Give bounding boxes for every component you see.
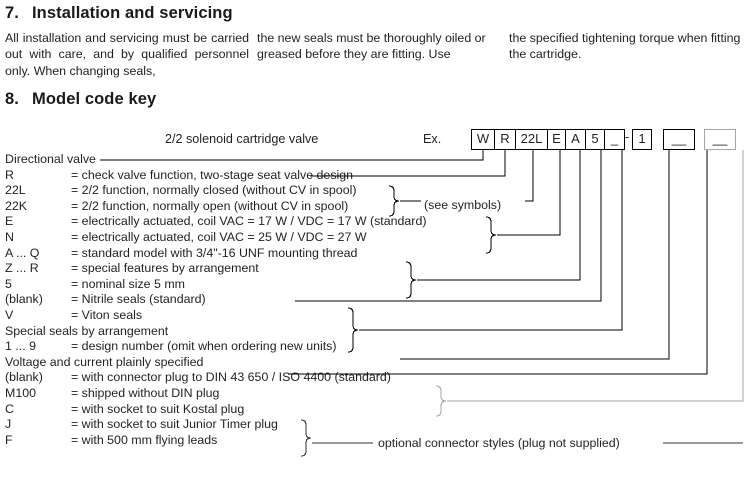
legend-description: = nominal size 5 mm: [71, 276, 185, 291]
legend-row: (blank) = with connector plug to DIN 43 6…: [5, 370, 465, 386]
legend-row: 1 ... 9 = design number (omit when orderi…: [5, 339, 465, 355]
legend-description: = electrically actuated, coil VAC = 17 W…: [71, 214, 427, 229]
legend-code: (blank): [5, 370, 43, 385]
legend-row: N = electrically actuated, coil VAC = 25 …: [5, 230, 465, 246]
code-box-7[interactable]: 1: [632, 129, 652, 150]
legend-description: = check valve function, two-stage seat v…: [71, 167, 354, 182]
section-8-number: 8.: [5, 90, 19, 108]
legend-code: Z ... R: [5, 261, 39, 276]
legend-row: V = Viton seals: [5, 308, 465, 324]
code-box-3[interactable]: E: [547, 129, 566, 150]
example-label: Ex.: [423, 132, 442, 146]
legend-row: R = check valve function, two-stage seat …: [5, 168, 465, 184]
legend-code: 1 ... 9: [5, 339, 36, 354]
legend-code: V: [5, 307, 14, 322]
legend-description: = 2/2 function, normally closed (without…: [71, 183, 357, 198]
code-box-2[interactable]: 22L: [515, 129, 548, 150]
legend-row: C = with socket to suit Kostal plug: [5, 402, 465, 418]
code-box-0[interactable]: W: [471, 129, 495, 150]
legend-code: R: [5, 167, 14, 182]
legend-row: Special seals by arrangement: [5, 324, 465, 340]
body-column-2-text: the new seals must be thoroughly oiled o…: [257, 31, 486, 62]
legend-row: 22L = 2/2 function, normally closed (with…: [5, 183, 465, 199]
legend-row: F = with 500 mm flying leads: [5, 433, 465, 449]
section-7-heading: 7. Installation and servicing: [5, 4, 233, 23]
code-box-1[interactable]: R: [494, 129, 516, 150]
legend-description: = shipped without DIN plug: [71, 385, 220, 400]
code-box-5[interactable]: 5: [585, 129, 605, 150]
legend-row: Directional valve: [5, 152, 465, 168]
code-dash-separator: -: [625, 130, 630, 144]
legend-description: = 2/2 function, normally open (without C…: [71, 198, 349, 213]
legend-code: M100: [5, 385, 36, 400]
legend-description: = Nitrile seals (standard): [71, 292, 206, 307]
legend-note: Voltage and current plainly specified: [5, 354, 204, 369]
body-column-2: the new seals must be thoroughly oiled o…: [257, 30, 503, 63]
legend-description: = with 500 mm flying leads: [71, 432, 218, 447]
section-7-title: Installation and servicing: [32, 4, 233, 22]
legend-description: = Viton seals: [71, 307, 143, 322]
legend-code: A ... Q: [5, 245, 40, 260]
legend-code: J: [5, 417, 12, 432]
code-box-6[interactable]: _: [604, 129, 625, 150]
legend-row: Voltage and current plainly specified: [5, 355, 465, 371]
body-column-1-text: All installation and servicing must be c…: [5, 31, 249, 78]
legend-description: = standard model with 3/4"-16 UNF mounti…: [71, 245, 358, 260]
legend-code: 5: [5, 276, 12, 291]
legend-row: (blank) = Nitrile seals (standard): [5, 292, 465, 308]
legend-code: 22K: [5, 198, 28, 213]
body-column-1: All installation and servicing must be c…: [5, 30, 249, 79]
legend-code: (blank): [5, 292, 43, 307]
code-box-4[interactable]: A: [565, 129, 586, 150]
legend-description: = special features by arrangement: [71, 261, 259, 276]
section-8-heading: 8. Model code key: [5, 90, 156, 109]
legend-note: Directional valve: [5, 152, 96, 166]
legend-description: = with socket to suit Junior Timer plug: [71, 417, 278, 432]
legend-code: C: [5, 401, 14, 416]
legend-description: = electrically actuated, coil VAC = 25 W…: [71, 229, 367, 244]
legend-row: E = electrically actuated, coil VAC = 17 …: [5, 214, 465, 230]
brace-e-n: [485, 216, 497, 254]
legend-note: Special seals by arrangement: [5, 323, 169, 338]
product-title: 2/2 solenoid cartridge valve: [165, 132, 319, 146]
legend-row: J = with socket to suit Junior Timer plug: [5, 417, 465, 433]
legend-row: A ... Q = standard model with 3/4"-16 UNF…: [5, 246, 465, 262]
legend-code: E: [5, 214, 14, 229]
leader-din-plug: [447, 150, 744, 402]
body-column-3-text: the specified tightening torque when fit…: [509, 31, 741, 62]
legend-row: Z ... R = special features by arrangement: [5, 261, 465, 277]
leader-see-symbols-right: [525, 150, 534, 202]
legend-row: 5 = nominal size 5 mm: [5, 277, 465, 293]
legend-description: = with socket to suit Kostal plug: [71, 401, 245, 416]
optional-connector-note: optional connector styles (plug not supp…: [378, 436, 620, 450]
body-column-3: the specified tightening torque when fit…: [509, 30, 753, 63]
legend-code: 22L: [5, 183, 26, 198]
legend-code: F: [5, 432, 13, 447]
section-8-title: Model code key: [32, 90, 157, 108]
section-7-number: 7.: [5, 4, 19, 22]
leader-e-n: [497, 150, 561, 236]
legend-row: M100 = shipped without DIN plug: [5, 386, 465, 402]
code-box-9[interactable]: __: [704, 129, 736, 150]
code-box-8[interactable]: __: [663, 129, 695, 150]
legend-code: N: [5, 229, 14, 244]
legend-row: 22K = 2/2 function, normally open (withou…: [5, 199, 465, 215]
legend-description: = design number (omit when ordering new …: [71, 339, 337, 354]
legend-description: = with connector plug to DIN 43 650 / IS…: [71, 370, 391, 385]
